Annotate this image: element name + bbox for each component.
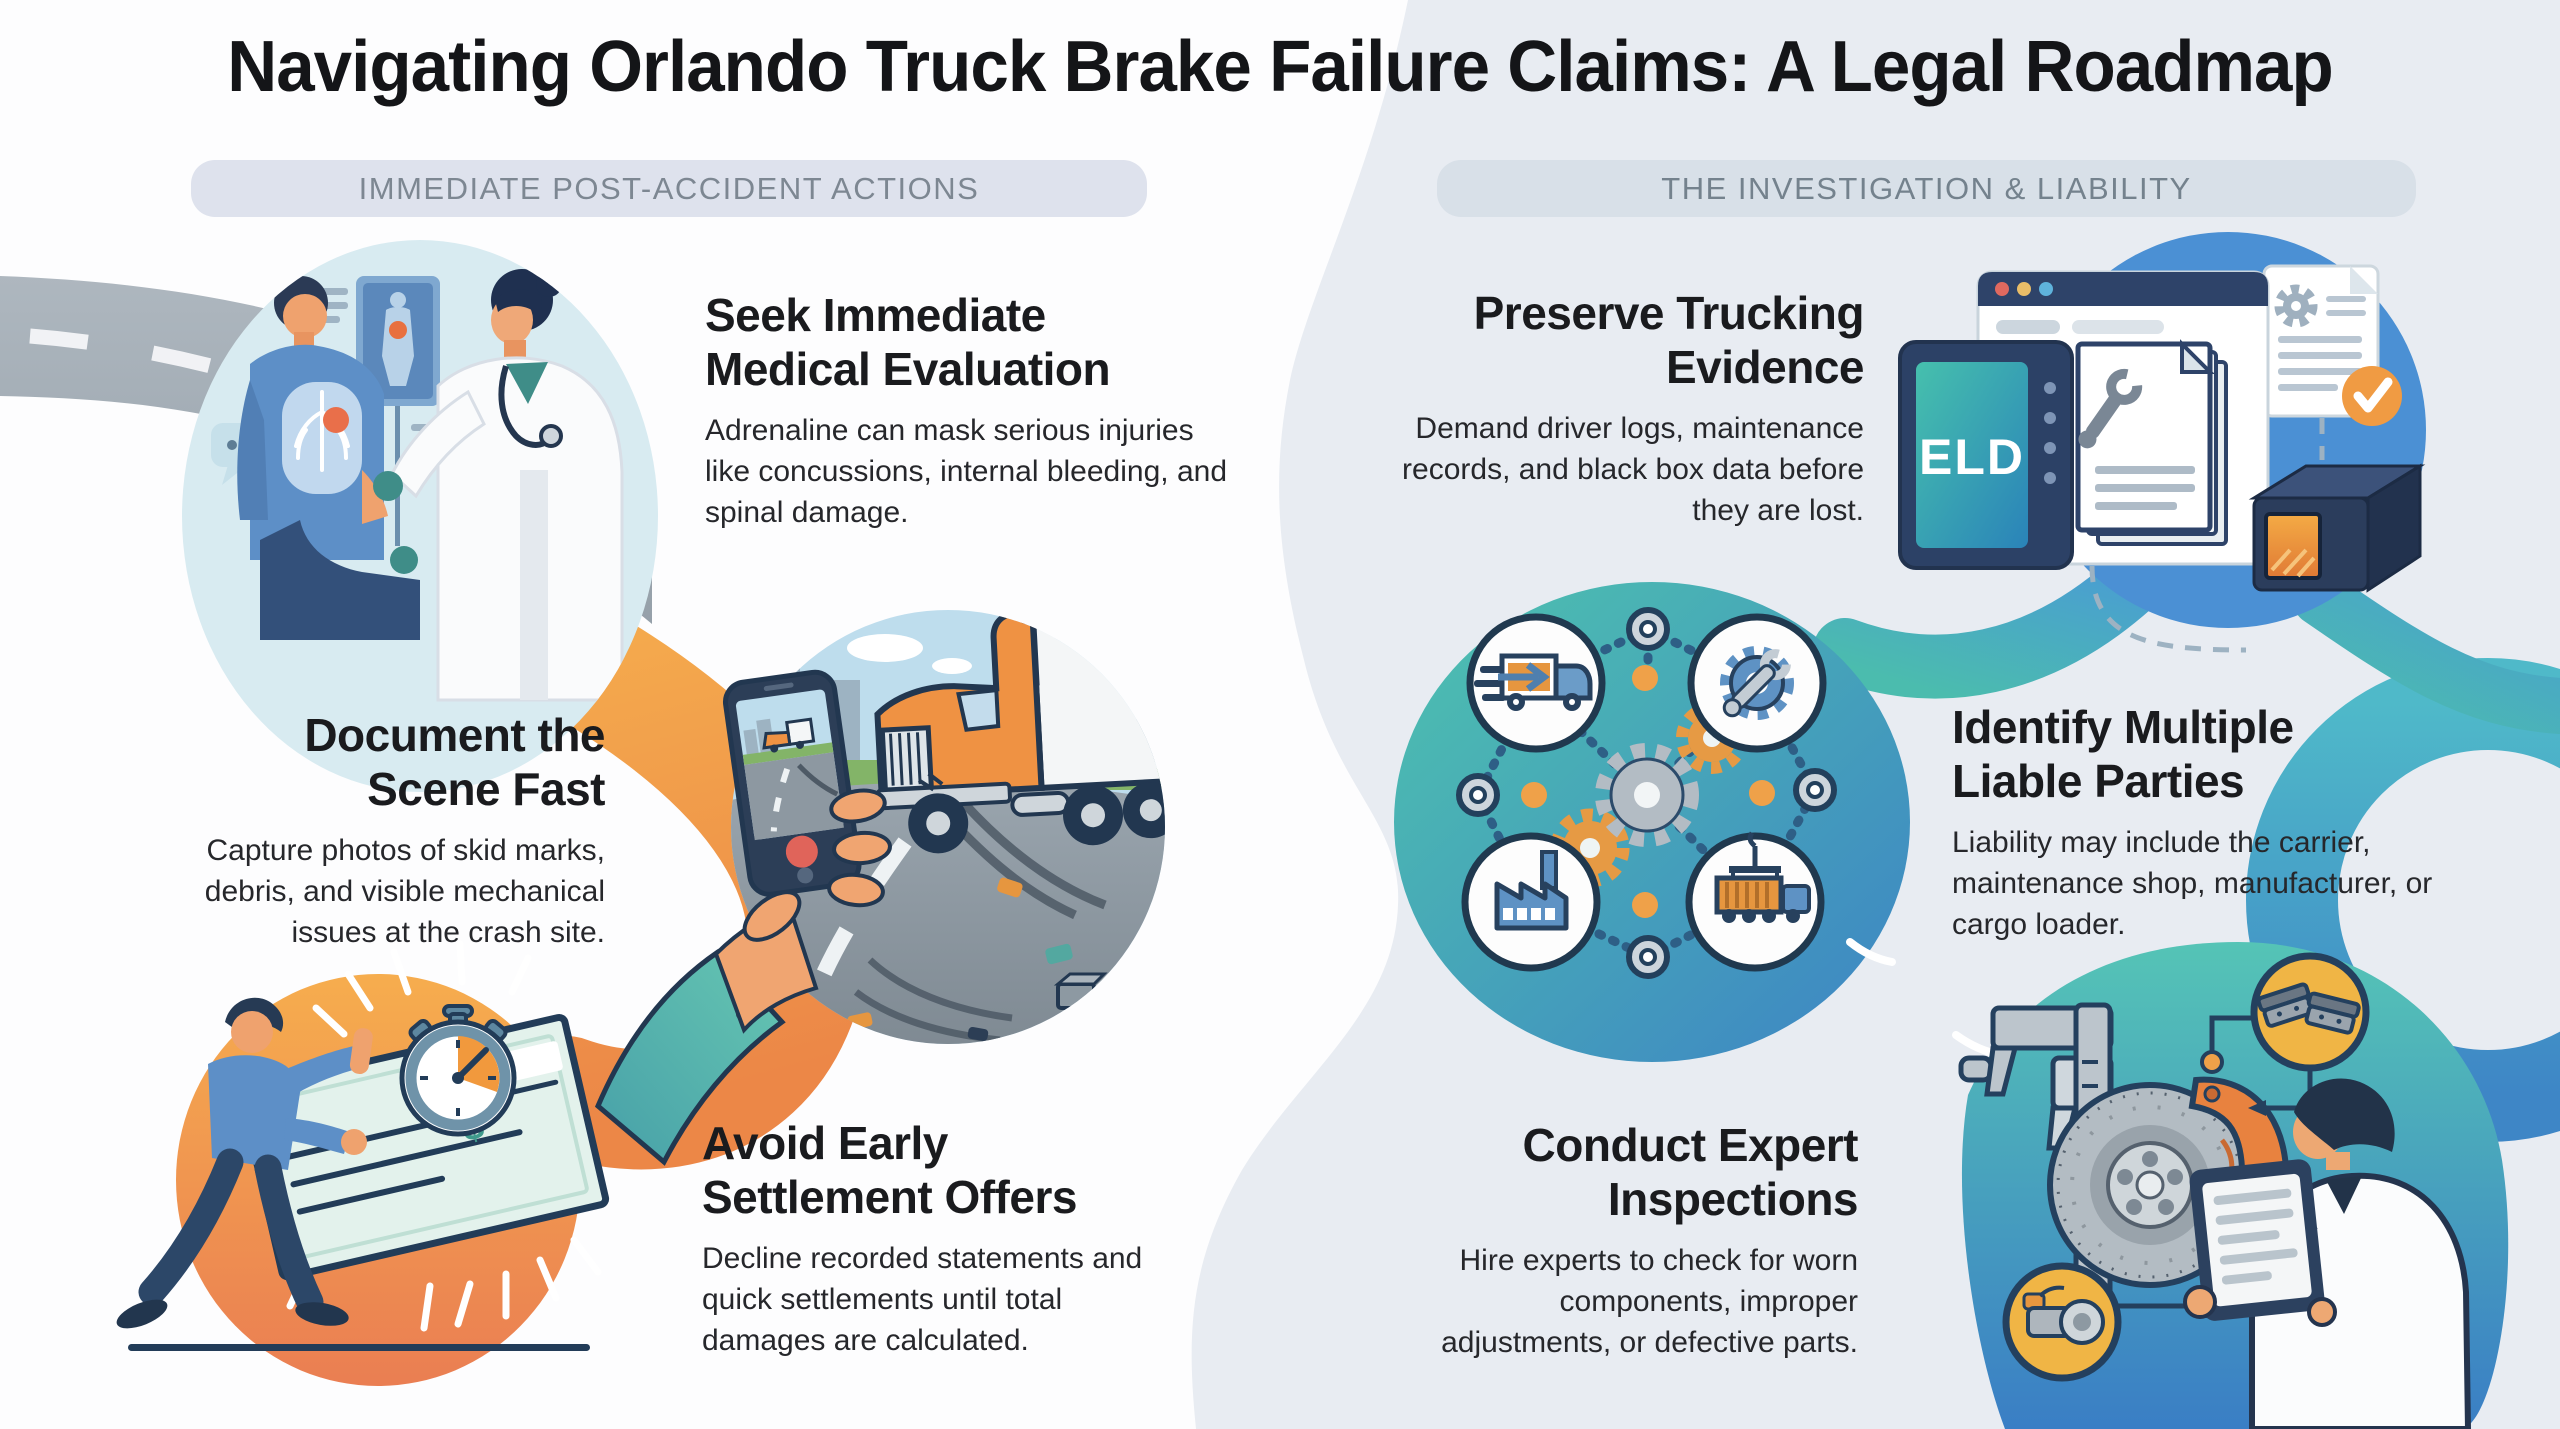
- rays: [286, 940, 602, 1332]
- evidence-scene: ELD: [1898, 232, 2426, 653]
- eld-screen-label: ELD: [1919, 429, 2025, 485]
- step-identify-parties: Identify Multiple Liable Parties Liabili…: [1952, 700, 2452, 945]
- cargo-loader-icon: [1685, 831, 1825, 972]
- step-expert-inspections: Conduct Expert Inspections Hire experts …: [1378, 1118, 1858, 1363]
- step-heading-line: Evidence: [1666, 341, 1865, 393]
- section-header-right: THE INVESTIGATION & LIABILITY: [1437, 160, 2416, 217]
- network-nodes: [1456, 607, 1837, 979]
- step-avoid-settlement: Avoid Early Settlement Offers Decline re…: [702, 1116, 1262, 1361]
- step-document-scene: Document the Scene Fast Capture photos o…: [65, 708, 606, 953]
- eld-device-icon: ELD: [1898, 340, 2074, 570]
- stopwatch-icon: [399, 1004, 517, 1137]
- step-heading-line: Liable Parties: [1952, 755, 2245, 807]
- step-body: Adrenaline can mask serious injuries lik…: [705, 414, 1227, 529]
- right-connector-swooshes: [1813, 553, 2560, 1142]
- step-heading-line: Settlement Offers: [702, 1171, 1077, 1223]
- inspection-scene: [1952, 942, 2509, 1429]
- step-body: Demand driver logs, maintenance records,…: [1402, 412, 1864, 527]
- step-heading-line: Scene Fast: [367, 763, 605, 815]
- black-box-icon: [2248, 463, 2426, 593]
- step-seek-medical: Seek Immediate Medical Evaluation Adrena…: [705, 288, 1245, 533]
- brake-pads-icon: [2250, 952, 2370, 1072]
- factory-icon: [1461, 832, 1601, 972]
- ground-line: [128, 1344, 590, 1351]
- tablet-icon: [2189, 1159, 2325, 1321]
- check-badge-icon: [2342, 366, 2402, 426]
- step-heading-line: Seek Immediate: [705, 289, 1046, 341]
- step-heading-line: Medical Evaluation: [705, 343, 1111, 395]
- step-body: Hire experts to check for worn component…: [1441, 1244, 1858, 1359]
- hand-holding-phone: [594, 669, 892, 1166]
- step-body: Liability may include the carrier, maint…: [1952, 826, 2433, 941]
- settlement-scene: $: [116, 940, 610, 1386]
- step-heading-line: Inspections: [1607, 1173, 1859, 1225]
- carrier-truck-icon: [1466, 613, 1606, 753]
- gear-wrench-icon: [1687, 613, 1827, 753]
- step-heading-line: Identify Multiple: [1952, 701, 2294, 753]
- page-title: Navigating Orlando Truck Brake Failure C…: [227, 27, 2333, 107]
- patient-figure: [237, 276, 420, 640]
- step-body: Capture photos of skid marks, debris, an…: [204, 834, 605, 949]
- inspector-figure: [2183, 1078, 2472, 1429]
- step-body: Decline recorded statements and quick se…: [702, 1242, 1143, 1357]
- step-heading-line: Preserve Trucking: [1473, 287, 1865, 339]
- smartphone-icon: [722, 669, 862, 897]
- medical-scene: [182, 240, 658, 792]
- step-heading-line: Avoid Early: [702, 1117, 948, 1169]
- step-heading-line: Document the: [304, 709, 605, 761]
- step-preserve-evidence: Preserve Trucking Evidence Demand driver…: [1364, 286, 1864, 531]
- network-scene: [1394, 582, 1910, 1062]
- brake-part-icon: [2002, 1262, 2122, 1382]
- person-refusing-figure: [116, 997, 373, 1329]
- doctor-figure: [373, 269, 624, 702]
- wrench-icon: [2078, 368, 2143, 449]
- step-heading-line: Conduct Expert: [1522, 1119, 1859, 1171]
- section-header-left: IMMEDIATE POST-ACCIDENT ACTIONS: [191, 160, 1147, 217]
- document-scene: [594, 610, 1165, 1166]
- fingers: [742, 788, 892, 942]
- dashed-connectors: [2089, 418, 2325, 653]
- browser-window-icon: [1976, 270, 2270, 566]
